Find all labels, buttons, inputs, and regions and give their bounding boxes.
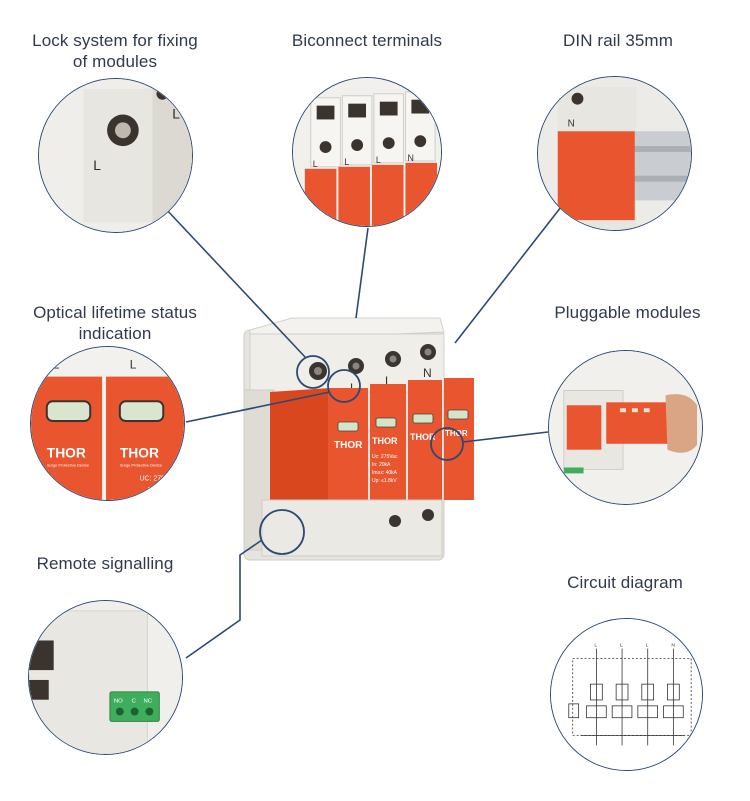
highlight-module [430, 427, 464, 461]
label-pluggable-modules: Pluggable modules [554, 303, 701, 322]
pin-nc: NC [144, 699, 153, 705]
zoom-circuit-diagram: L L L N [550, 618, 703, 771]
lock-label-2: L [172, 105, 180, 121]
svg-text:L: L [646, 643, 649, 649]
zoom-din-rail: N [537, 76, 692, 231]
svg-text:L: L [344, 157, 349, 167]
svg-text:L: L [594, 643, 597, 649]
svg-text:UC: 275Vac: UC: 275Vac [140, 475, 177, 482]
label-biconnect-terminals: Biconnect terminals [291, 31, 443, 50]
lock-label-1: L [93, 157, 101, 173]
terminal-label-2: L [385, 374, 392, 388]
rating-up: Up: ≤1.8kV [372, 478, 397, 484]
svg-text:L: L [130, 358, 137, 372]
pin-no: NO [114, 699, 123, 705]
din-label: N [568, 118, 575, 129]
svg-text:L: L [53, 358, 60, 372]
zoom-remote-signalling: NO C NC [28, 600, 183, 755]
highlight-status [327, 369, 361, 403]
zoom-biconnect-terminals: L L L N [292, 77, 442, 227]
label-remote-signalling: Remote signalling [36, 554, 174, 573]
zoom-lock-system: L L [38, 78, 193, 233]
label-circuit-diagram: Circuit diagram [567, 573, 683, 592]
brand-label: THOR [334, 440, 363, 451]
svg-text:L: L [313, 159, 318, 169]
rating-uc: Uc: 275Vac [372, 454, 398, 460]
svg-text:THOR: THOR [445, 429, 468, 438]
svg-text:L: L [376, 155, 381, 165]
rating-in: In: 20kA [372, 462, 391, 468]
zoom-pluggable-modules [548, 350, 703, 505]
optical-brand: THOR [47, 445, 86, 461]
svg-text:THOR: THOR [372, 436, 398, 446]
label-lock-system: Lock system for fixing of modules [32, 31, 198, 71]
rating-imax: Imax: 40kA [372, 470, 398, 476]
svg-text:THOR: THOR [410, 432, 436, 442]
svg-text:N: N [407, 153, 413, 163]
highlight-lock [296, 355, 330, 389]
svg-text:20kA: 20kA [147, 487, 163, 494]
highlight-signal [259, 509, 305, 555]
terminal-label-3: N [423, 366, 432, 380]
svg-text:Surge Protective Device: Surge Protective Device [120, 462, 163, 467]
svg-text:THOR: THOR [120, 445, 159, 461]
zoom-optical-status: L L THOR THOR Surge Protective Device Su… [30, 346, 185, 501]
label-din-rail: DIN rail 35mm [563, 31, 673, 50]
svg-text:N: N [671, 643, 675, 649]
svg-text:L: L [620, 643, 623, 649]
svg-text:Surge Protective Device: Surge Protective Device [47, 462, 90, 467]
pin-c: C [132, 699, 137, 705]
